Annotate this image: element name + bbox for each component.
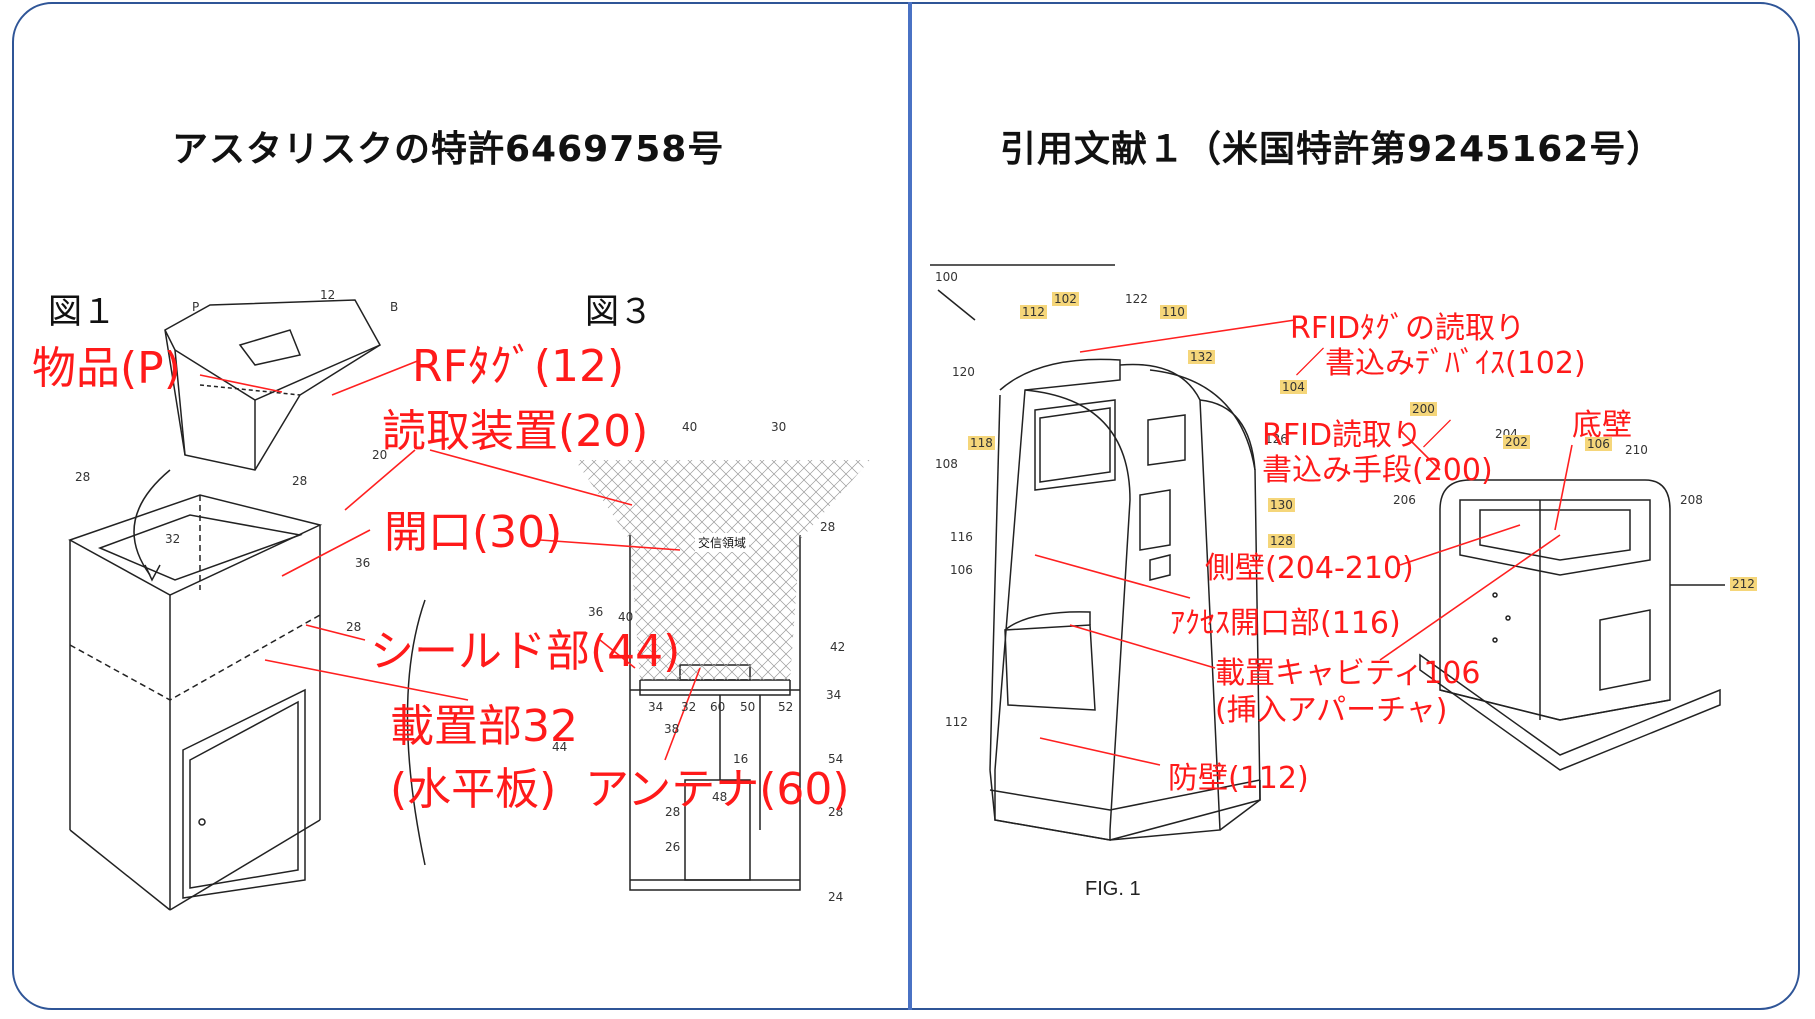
ref-number: 110 xyxy=(1160,305,1187,319)
label-side-wall: 側壁(204-210) xyxy=(1205,543,1414,587)
ref-number: 210 xyxy=(1625,443,1648,457)
label-insertion-aperture: (挿入アパーチャ) xyxy=(1215,685,1448,729)
ref-number: 116 xyxy=(950,530,973,544)
fig-caption: FIG. 1 xyxy=(1085,878,1141,901)
ref-number: 120 xyxy=(952,365,975,379)
ref-number: 106 xyxy=(950,563,973,577)
ref-number: 206 xyxy=(1393,493,1416,507)
label-barrier: 防壁(112) xyxy=(1168,753,1309,797)
ref-number: 212 xyxy=(1730,577,1757,591)
ref-number: 104 xyxy=(1280,380,1307,394)
ref-number: 122 xyxy=(1125,292,1148,306)
kiosk-body xyxy=(995,359,1120,840)
label-bottom-wall: 底壁 xyxy=(1572,400,1632,444)
ref-number: 100 xyxy=(935,270,958,284)
ref-number: 132 xyxy=(1188,350,1215,364)
label-rfid-device-line2: ／書込みﾃﾞﾊﾞｲｽ(102) xyxy=(1295,338,1586,382)
ref-number: 202 xyxy=(1503,435,1530,449)
kiosk-cavity xyxy=(1005,625,1095,710)
label-access-opening: ｱｸｾｽ開口部(116) xyxy=(1170,598,1401,642)
label-rfid-means-line2: 書込み手段(200) xyxy=(1262,445,1493,489)
ref-number: 102 xyxy=(1052,292,1079,306)
ref-number: 112 xyxy=(1020,305,1047,319)
ref-number: 208 xyxy=(1680,493,1703,507)
ref-number: 112 xyxy=(945,715,968,729)
ref-number: 108 xyxy=(935,457,958,471)
ref-number: 130 xyxy=(1268,498,1295,512)
ref-number: 118 xyxy=(968,436,995,450)
